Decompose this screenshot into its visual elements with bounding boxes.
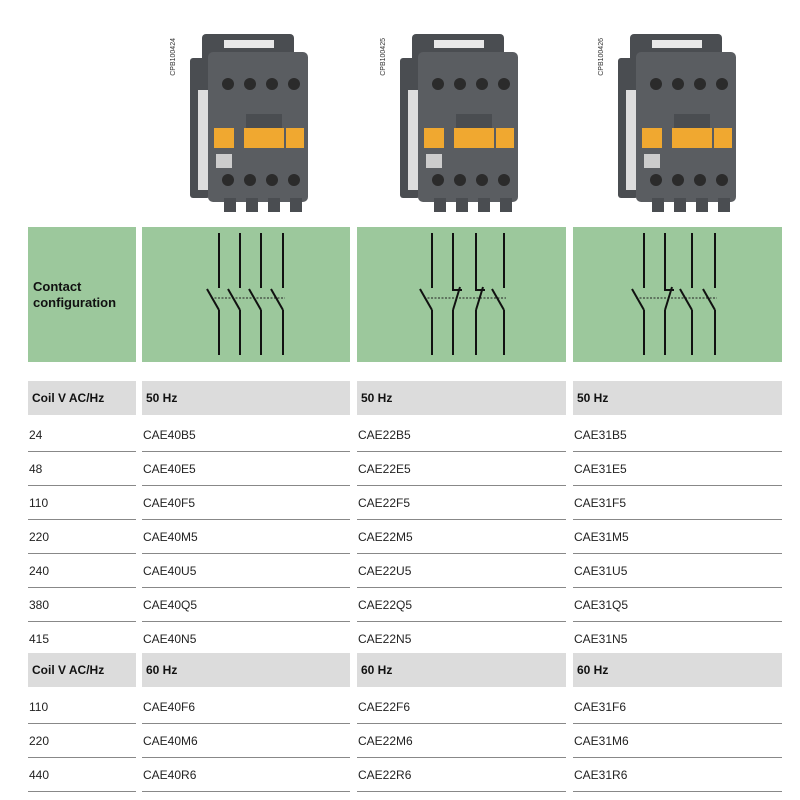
- frequency-header: 60 Hz: [573, 653, 782, 687]
- coil-voltage-cell: 110: [28, 486, 136, 520]
- no-contact-symbol: [419, 233, 433, 355]
- reference-cell: CAE40N5: [143, 632, 197, 646]
- coil-voltage-cell: 220: [28, 724, 136, 758]
- coil-voltage-cell: 220: [28, 520, 136, 554]
- coil-voltage-header: Coil V AC/Hz: [28, 381, 136, 415]
- frequency-header: 50 Hz: [357, 381, 566, 415]
- reference-cell: CAE40M6: [142, 724, 350, 758]
- no-contact-symbol: [248, 233, 262, 355]
- reference-cell: CAE22Q5: [357, 588, 566, 622]
- reference-cell: CAE22U5: [357, 554, 566, 588]
- reference-cell: CAE31F5: [573, 486, 782, 520]
- product-code: CPB100425: [380, 38, 387, 76]
- reference-cell: CAE31F6: [573, 690, 782, 724]
- coil-voltage-cell: 415: [29, 632, 50, 646]
- reference-cell: CAE22B5: [357, 418, 566, 452]
- reference-cell: CAE40F6: [142, 690, 350, 724]
- no-contact-symbol: [206, 233, 220, 355]
- contact-configuration-label-cell: Contact configuration: [28, 227, 136, 362]
- reference-cell: CAE22F6: [357, 690, 566, 724]
- coil-voltage-cell: 440: [28, 758, 136, 792]
- reference-cell: CAE31N5: [574, 632, 628, 646]
- reference-cell: CAE22F5: [357, 486, 566, 520]
- reference-cell: CAE40R6: [142, 758, 350, 792]
- contactor-image: [400, 34, 518, 212]
- contactor-image: [618, 34, 736, 212]
- no-contact-symbol: [270, 233, 284, 355]
- nc-contact-symbol: [475, 233, 485, 355]
- coil-voltage-cell: 48: [28, 452, 136, 486]
- no-contact-symbol: [631, 233, 645, 355]
- reference-cell: CAE40B5: [142, 418, 350, 452]
- coil-voltage-cell: 380: [28, 588, 136, 622]
- product-image: CPB100426: [598, 30, 768, 216]
- reference-cell: CAE22N5: [358, 632, 412, 646]
- frequency-header: 60 Hz: [142, 653, 350, 687]
- contact-diagram: [357, 227, 566, 362]
- no-contact-symbol: [702, 233, 716, 355]
- reference-cell: CAE31E5: [573, 452, 782, 486]
- contact-configuration-label: Contact configuration: [33, 279, 117, 310]
- reference-cell: CAE31B5: [573, 418, 782, 452]
- coil-voltage-cell: 110: [28, 690, 136, 724]
- nc-contact-symbol: [664, 233, 674, 355]
- nc-contact-symbol: [452, 233, 462, 355]
- frequency-header: 50 Hz: [573, 381, 782, 415]
- reference-cell: CAE31M5: [573, 520, 782, 554]
- reference-cell: CAE40E5: [142, 452, 350, 486]
- reference-cell: CAE40F5: [142, 486, 350, 520]
- reference-cell: CAE31M6: [573, 724, 782, 758]
- coil-voltage-cell: 24: [28, 418, 136, 452]
- contact-diagram: [573, 227, 782, 362]
- coil-voltage-header: Coil V AC/Hz: [28, 653, 136, 687]
- reference-cell: CAE22E5: [357, 452, 566, 486]
- reference-cell: CAE40Q5: [142, 588, 350, 622]
- no-contact-symbol: [227, 233, 241, 355]
- reference-cell: CAE40U5: [142, 554, 350, 588]
- product-code: CPB100426: [598, 38, 605, 76]
- contactor-image: [190, 34, 308, 212]
- product-image: CPB100424: [170, 30, 340, 216]
- frequency-header: 50 Hz: [142, 381, 350, 415]
- reference-cell: CAE31Q5: [573, 588, 782, 622]
- reference-cell: CAE31R6: [573, 758, 782, 792]
- product-image: CPB100425: [380, 30, 550, 216]
- reference-cell: CAE40M5: [142, 520, 350, 554]
- reference-cell: CAE31U5: [573, 554, 782, 588]
- contact-diagram: [142, 227, 350, 362]
- coil-voltage-cell: 240: [28, 554, 136, 588]
- reference-cell: CAE22R6: [357, 758, 566, 792]
- reference-cell: CAE22M5: [357, 520, 566, 554]
- product-code: CPB100424: [170, 38, 177, 76]
- frequency-header: 60 Hz: [357, 653, 566, 687]
- reference-cell: CAE22M6: [357, 724, 566, 758]
- no-contact-symbol: [679, 233, 693, 355]
- no-contact-symbol: [491, 233, 505, 355]
